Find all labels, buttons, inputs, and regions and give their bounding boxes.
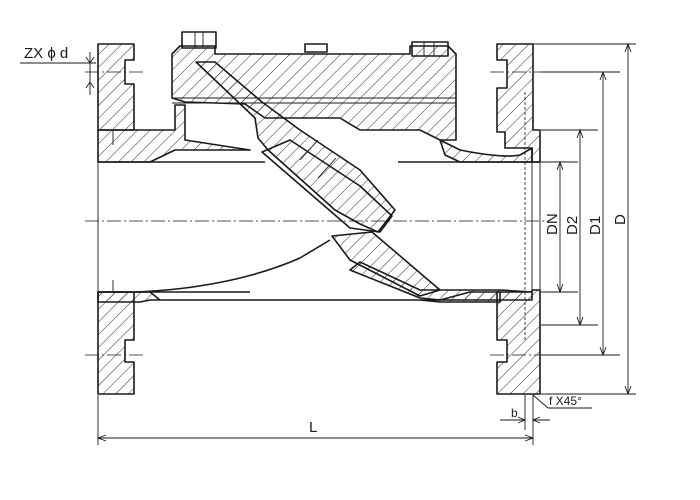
left-flange	[97, 43, 135, 395]
dn-label: DN	[544, 213, 561, 235]
d1-label: D1	[587, 216, 604, 235]
b-label: b	[511, 406, 518, 420]
dimension-labels: ZX ϕ d DN D2 D1 D L f X45° b	[24, 45, 629, 436]
bonnet	[171, 31, 457, 141]
valve-body	[97, 104, 540, 303]
d2-label: D2	[564, 216, 581, 235]
chamfer-label: f X45°	[549, 394, 582, 408]
right-flange	[496, 43, 541, 395]
center-lines	[85, 71, 545, 356]
l-label: L	[309, 419, 317, 436]
dimension-lines	[20, 42, 636, 445]
d-label: D	[612, 214, 629, 225]
swing-disc	[195, 61, 441, 297]
bolt-holes-label: ZX ϕ d	[24, 45, 68, 62]
